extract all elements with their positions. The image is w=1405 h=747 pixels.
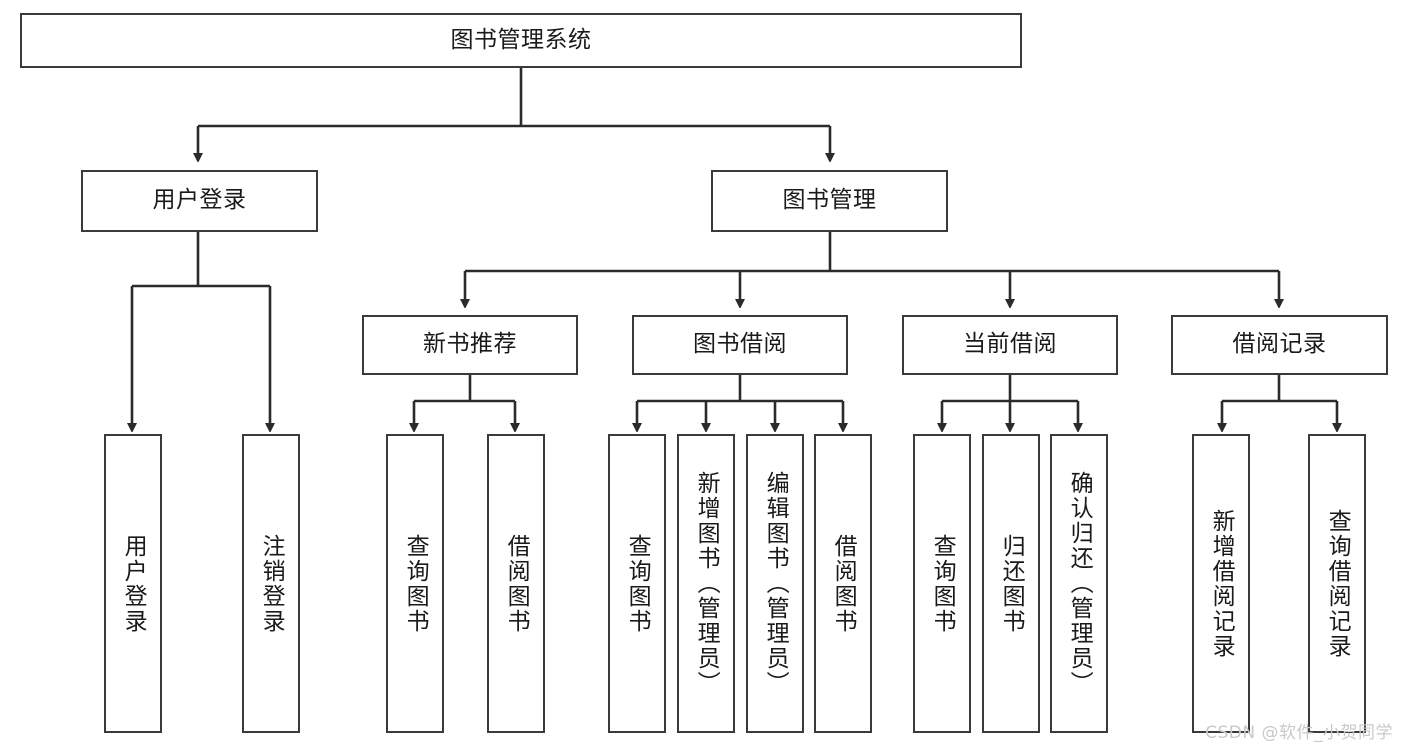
node-book-management[interactable]: 图书管理	[711, 170, 948, 232]
leaf-confirm-return[interactable]: 确认归还（管理员）	[1050, 434, 1108, 733]
leaf-query-book-3-label: 查询图书	[929, 533, 956, 634]
leaf-query-book-1-label: 查询图书	[402, 533, 429, 634]
leaf-borrow-book-2-label: 借阅图书	[830, 533, 857, 634]
leaf-borrow-book-2[interactable]: 借阅图书	[814, 434, 872, 733]
leaf-return-book[interactable]: 归还图书	[982, 434, 1040, 733]
leaf-logout[interactable]: 注销登录	[242, 434, 300, 733]
leaf-query-record-label: 查询借阅记录	[1324, 508, 1351, 659]
leaf-add-record[interactable]: 新增借阅记录	[1192, 434, 1250, 733]
node-borrow-record[interactable]: 借阅记录	[1171, 315, 1388, 375]
leaf-edit-book-label: 编辑图书（管理员）	[762, 471, 789, 696]
leaf-add-record-label: 新增借阅记录	[1208, 508, 1235, 659]
leaf-logout-label: 注销登录	[258, 533, 285, 634]
node-book-management-label: 图书管理	[782, 187, 877, 214]
leaf-query-record[interactable]: 查询借阅记录	[1308, 434, 1366, 733]
leaf-query-book-3[interactable]: 查询图书	[913, 434, 971, 733]
node-new-book-recommend[interactable]: 新书推荐	[362, 315, 578, 375]
node-user-login[interactable]: 用户登录	[81, 170, 318, 232]
node-current-borrow[interactable]: 当前借阅	[902, 315, 1118, 375]
leaf-edit-book[interactable]: 编辑图书（管理员）	[746, 434, 804, 733]
leaf-return-book-label: 归还图书	[998, 533, 1025, 634]
leaf-user-login-label: 用户登录	[120, 533, 147, 634]
node-root[interactable]: 图书管理系统	[20, 13, 1022, 68]
watermark: CSDN @软件_小贺同学	[1205, 723, 1393, 743]
leaf-add-book-label: 新增图书（管理员）	[693, 471, 720, 696]
node-current-borrow-label: 当前借阅	[963, 331, 1057, 358]
leaf-borrow-book-1-label: 借阅图书	[503, 533, 530, 634]
leaf-confirm-return-label: 确认归还（管理员）	[1066, 471, 1093, 696]
node-borrow-record-label: 借阅记录	[1232, 331, 1327, 358]
node-user-login-label: 用户登录	[152, 187, 247, 214]
leaf-user-login[interactable]: 用户登录	[104, 434, 162, 733]
node-root-label: 图书管理系统	[450, 26, 592, 53]
leaf-add-book[interactable]: 新增图书（管理员）	[677, 434, 735, 733]
leaf-borrow-book-1[interactable]: 借阅图书	[487, 434, 545, 733]
leaf-query-book-2[interactable]: 查询图书	[608, 434, 666, 733]
node-book-borrow[interactable]: 图书借阅	[632, 315, 848, 375]
leaf-query-book-2-label: 查询图书	[624, 533, 651, 634]
leaf-query-book-1[interactable]: 查询图书	[386, 434, 444, 733]
node-book-borrow-label: 图书借阅	[693, 331, 787, 358]
node-new-book-recommend-label: 新书推荐	[423, 331, 517, 358]
